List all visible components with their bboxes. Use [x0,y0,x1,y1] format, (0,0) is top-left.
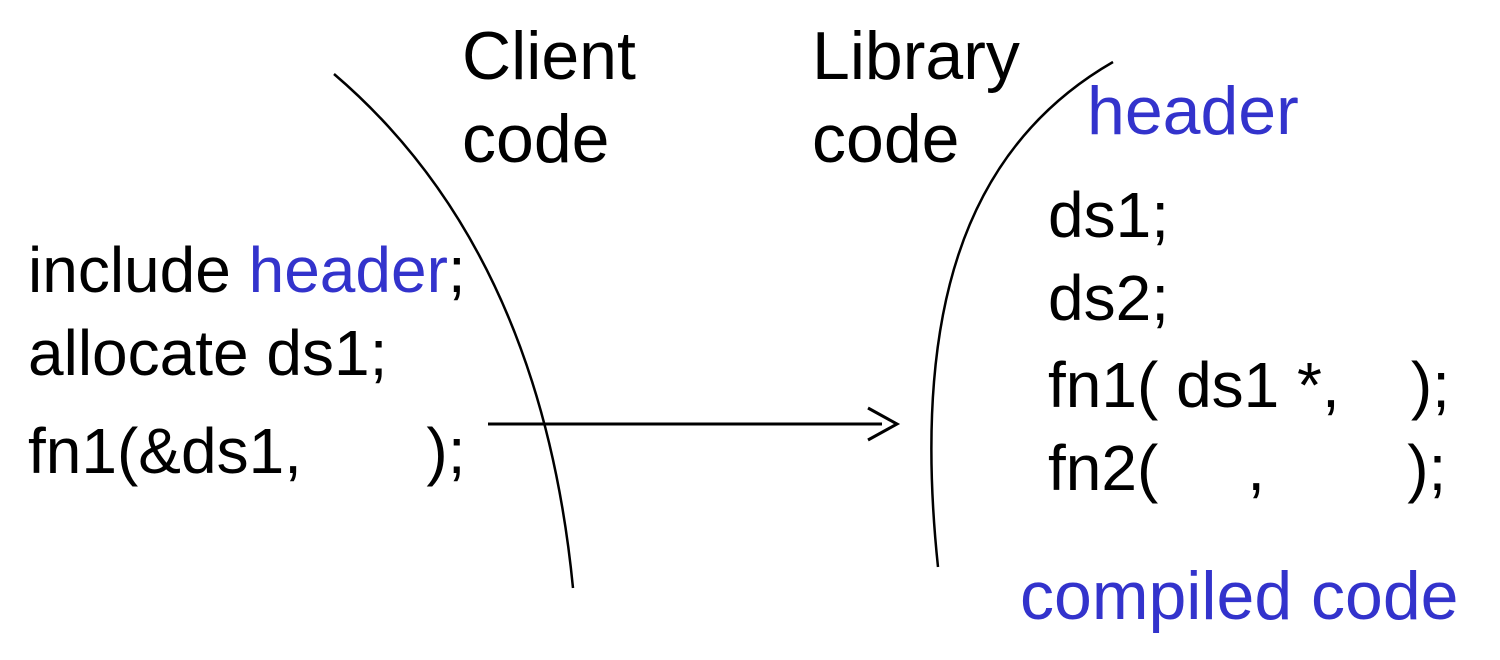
line1-semicolon: ; [447,234,466,306]
library-code-label-line2: code [812,101,960,177]
client-code-line-3: fn1(&ds1, ); [28,415,466,487]
compile-arrow-head [867,406,901,442]
compiled-code-label: compiled code [1020,558,1459,634]
include-keyword: include [28,234,249,306]
header-label: header [1087,73,1299,149]
library-code-line-3: fn1( ds1 *, ); [1048,349,1450,421]
client-code-label-line1: Client [462,18,636,94]
header-reference: header [248,234,448,306]
client-code-label-line2: code [462,101,610,177]
library-code-line-4: fn2( , ); [1048,432,1447,504]
client-code-line-2: allocate ds1; [28,317,388,389]
client-code-line-1: include header; [28,238,466,302]
library-code-line-1: ds1; [1048,179,1169,251]
library-code-line-2: ds2; [1048,262,1169,334]
library-code-label-line1: Library [812,18,1020,94]
